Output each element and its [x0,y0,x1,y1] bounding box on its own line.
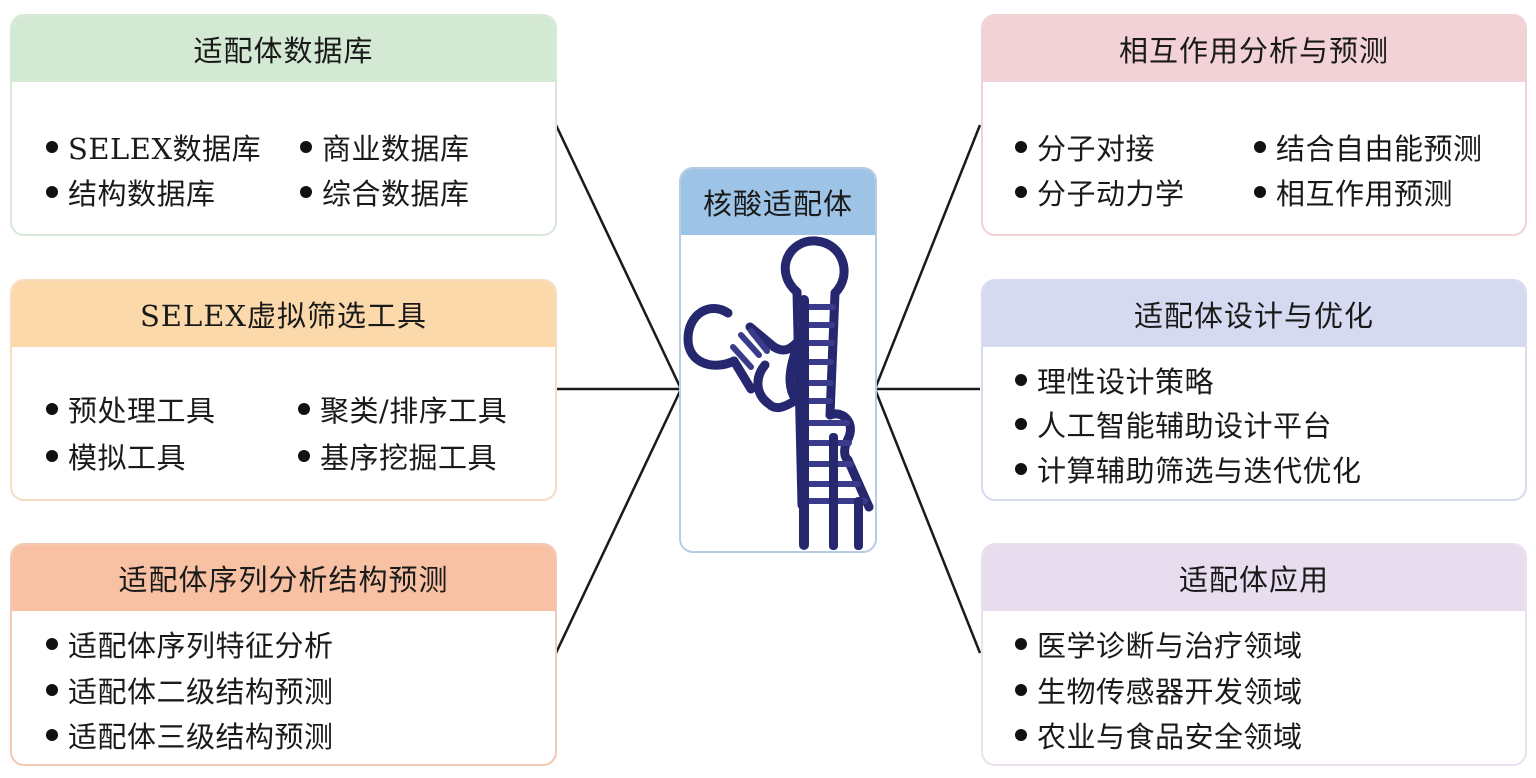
connector-application [873,388,982,654]
bullet-icon [46,141,58,153]
bullet-icon [300,141,312,153]
list-item-label: 聚类/排序工具 [320,394,508,428]
panel-design-title: 适配体设计与优化 [983,281,1525,347]
connector-sequence-structure [554,388,683,654]
bullet-icon [46,403,58,415]
bullet-icon [1015,186,1027,198]
list-item-label: 医学诊断与治疗领域 [1037,629,1303,663]
bullet-icon [298,450,310,462]
list-item: 农业与食品安全领域 [1015,714,1303,756]
list-item: 医学诊断与治疗领域 [1015,623,1303,665]
list-item: 聚类/排序工具 [298,388,507,430]
panel-sequence-structure-title: 适配体序列分析结构预测 [12,545,555,611]
list-item: 分子对接 [1015,126,1155,168]
panel-application-title: 适配体应用 [983,545,1525,611]
panel-database: 适配体数据库 SELEX数据库 商业数据库 结构数据库 综合数据库 [10,14,557,236]
bullet-icon [1015,463,1027,475]
bullet-icon [300,186,312,198]
list-item: 综合数据库 [300,171,470,213]
list-item: 适配体二级结构预测 [46,669,334,711]
list-item-label: 商业数据库 [322,132,470,166]
list-item-label: 适配体序列特征分析 [68,629,334,663]
panel-interaction-title: 相互作用分析与预测 [983,16,1525,82]
list-item: 人工智能辅助设计平台 [1015,403,1332,445]
panel-interaction: 相互作用分析与预测 分子对接 结合自由能预测 分子动力学 相互作用预测 [981,14,1527,236]
list-item-label: 适配体二级结构预测 [68,675,334,709]
list-item: 结构数据库 [46,171,216,213]
list-item: 结合自由能预测 [1254,126,1483,168]
list-item: 商业数据库 [300,126,470,168]
list-item-label: 结合自由能预测 [1276,132,1483,166]
list-item-label: 适配体三级结构预测 [68,720,334,754]
center-title: 核酸适配体 [681,169,875,235]
bullet-icon [46,186,58,198]
list-item-label: 计算辅助筛选与迭代优化 [1037,454,1362,488]
bullet-icon [46,729,58,741]
bullet-icon [1015,729,1027,741]
list-item: 模拟工具 [46,435,186,477]
bullet-icon [1015,141,1027,153]
list-item: 预处理工具 [46,388,216,430]
list-item: 理性设计策略 [1015,359,1214,401]
aptamer-hairpin-structure-icon [683,236,874,550]
list-item-label: SELEX数据库 [68,132,262,166]
bullet-icon [1015,684,1027,696]
panel-selex-tools: SELEX虚拟筛选工具 预处理工具 聚类/排序工具 模拟工具 基序挖掘工具 [10,279,557,501]
list-item-label: 理性设计策略 [1037,365,1215,399]
list-item: SELEX数据库 [46,126,261,168]
list-item: 适配体三级结构预测 [46,714,334,756]
panel-selex-tools-title: SELEX虚拟筛选工具 [12,281,555,347]
list-item-label: 分子动力学 [1037,177,1185,211]
bullet-icon [46,684,58,696]
panel-application: 适配体应用 医学诊断与治疗领域 生物传感器开发领域 农业与食品安全领域 [981,543,1527,766]
connector-database [554,124,683,390]
list-item: 分子动力学 [1015,171,1185,213]
bullet-icon [1015,418,1027,430]
list-item-label: 结构数据库 [68,177,216,211]
bullet-icon [46,638,58,650]
list-item-label: 预处理工具 [68,394,216,428]
panel-design: 适配体设计与优化 理性设计策略 人工智能辅助设计平台 计算辅助筛选与迭代优化 [981,279,1527,501]
list-item: 基序挖掘工具 [298,435,497,477]
list-item-label: 生物传感器开发领域 [1037,675,1303,709]
bullet-icon [46,450,58,462]
list-item-label: 分子对接 [1037,132,1156,166]
panel-sequence-structure: 适配体序列分析结构预测 适配体序列特征分析 适配体二级结构预测 适配体三级结构预… [10,543,557,766]
list-item-label: 农业与食品安全领域 [1037,720,1303,754]
panel-database-title: 适配体数据库 [12,16,555,82]
list-item: 计算辅助筛选与迭代优化 [1015,448,1362,490]
list-item: 适配体序列特征分析 [46,623,334,665]
list-item-label: 基序挖掘工具 [320,441,498,475]
list-item: 相互作用预测 [1254,171,1453,213]
center-aptamer-panel: 核酸适配体 [679,167,877,553]
bullet-icon [1015,638,1027,650]
bullet-icon [1254,186,1266,198]
list-item-label: 相互作用预测 [1276,177,1454,211]
list-item-label: 人工智能辅助设计平台 [1037,409,1333,443]
connector-interaction [873,124,982,390]
list-item-label: 综合数据库 [322,177,470,211]
bullet-icon [298,403,310,415]
bullet-icon [1015,374,1027,386]
list-item: 生物传感器开发领域 [1015,669,1303,711]
list-item-label: 模拟工具 [68,441,187,475]
bullet-icon [1254,141,1266,153]
